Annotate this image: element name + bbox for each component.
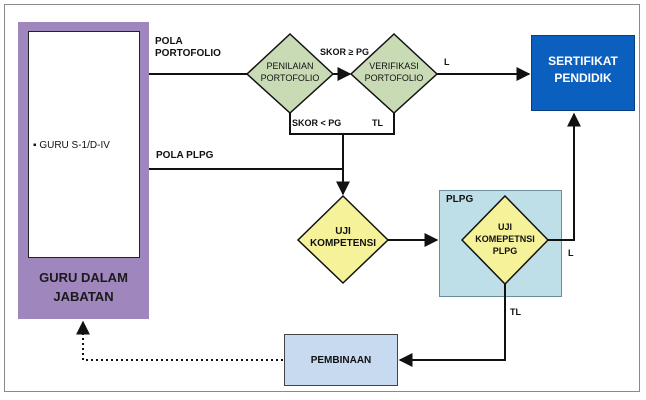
- edge-plpg-sertifikat: [548, 112, 581, 241]
- skor-ge-pg-label: SKOR ≥ PG: [320, 47, 369, 57]
- edge-pembinaan-guru: [76, 320, 283, 361]
- pembinaan-box: PEMBINAAN: [284, 334, 398, 386]
- uji-plpg-label: UJI KOMEPETNSI PLPG: [470, 221, 540, 257]
- guru-s1-bullet: ▪ GURU S-1/D-IV: [33, 140, 110, 151]
- pola-portofolio-label: POLA PORTOFOLIO: [155, 36, 221, 60]
- guru-panel-title: GURU DALAM JABATAN: [18, 268, 149, 306]
- edge-plpg-pembinaan: [398, 284, 506, 367]
- penilaian-line1: PENILAIAN: [266, 61, 314, 71]
- skor-lt-pg-label: SKOR < PG: [292, 118, 342, 128]
- uji-kompetensi-label: UJI KOMPETENSI: [308, 226, 378, 250]
- sertifikat-pendidik-box: SERTIFIKAT PENDIDIK: [531, 35, 635, 111]
- uji-kompetensi-line2: KOMPETENSI: [309, 238, 377, 249]
- guru-panel-inner: [28, 31, 140, 258]
- uji-kompetensi-diamond: [296, 194, 390, 285]
- uji-plpg-line2: KOMEPETNSI: [475, 234, 535, 244]
- penilaian-diamond: [245, 32, 335, 115]
- verifikasi-label: VERIFIKASI PORTOFOLIO: [362, 60, 426, 84]
- tl-top-label: TL: [372, 118, 383, 128]
- uji-plpg-line1: UJI: [497, 222, 512, 232]
- sertifikat-line1: SERTIFIKAT: [548, 54, 618, 68]
- pola-portofolio-line2: PORTOFOLIO: [155, 48, 221, 59]
- verifikasi-line2: PORTOFOLIO: [364, 73, 424, 83]
- verifikasi-line1: VERIFIKASI: [369, 61, 419, 71]
- pola-plpg-label: POLA PLPG: [156, 150, 214, 161]
- uji-plpg-diamond: [460, 194, 550, 286]
- l-top-label: L: [444, 57, 450, 67]
- diagram-frame: [4, 4, 640, 392]
- sertifikat-line2: PENDIDIK: [554, 71, 612, 85]
- l-plpg-label: L: [568, 248, 574, 258]
- penilaian-label: PENILAIAN PORTOFOLIO: [258, 60, 322, 84]
- pola-portofolio-line1: POLA: [155, 36, 183, 47]
- guru-title-line1: GURU DALAM: [39, 270, 128, 285]
- guru-title-line2: JABATAN: [53, 289, 114, 304]
- guru-s1-text: GURU S-1/D-IV: [39, 140, 110, 151]
- uji-plpg-line3: PLPG: [492, 246, 518, 256]
- verifikasi-diamond: [349, 32, 439, 115]
- plpg-container-title: PLPG: [446, 194, 474, 205]
- uji-kompetensi-line1: UJI: [335, 226, 351, 237]
- penilaian-line2: PORTOFOLIO: [260, 73, 320, 83]
- tl-plpg-label: TL: [510, 307, 521, 317]
